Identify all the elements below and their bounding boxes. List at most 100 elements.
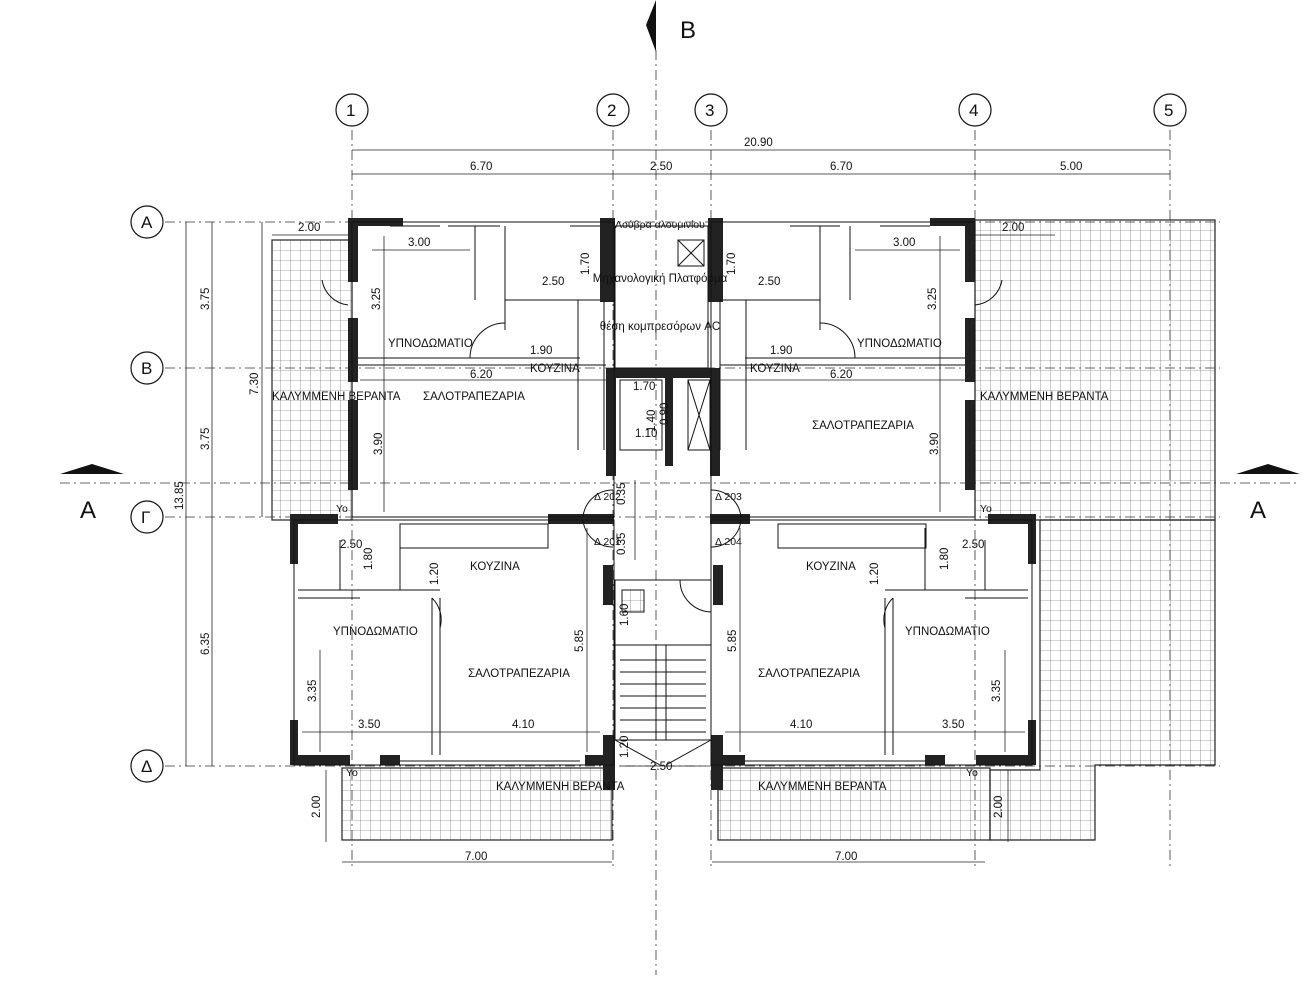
ac-position-label: θέση κομπρεσόρων AC [600,321,720,333]
grid-col-4: 4 [969,101,978,120]
bedroom-label-top-right: ΥΠΝΟΔΩΜΑΤΙΟ [857,338,942,350]
dim-bedroom-depth-left: 3.25 [371,288,383,310]
room-labels: Λούβρα αλουμινίου Μηχανολογική Πλατφόρμα… [272,219,1109,793]
kitchen-label-bottom-left: ΚΟΥΖΙΝΑ [470,561,520,573]
unit-label-d201: Δ 201 [594,536,621,548]
living-label-top-right: ΣΑΛΟΤΡΑΠΕΖΑΡΙΑ [812,420,914,432]
dim-corridor-left: 1.90 [530,345,552,357]
dim-stair-bottom: 1.20 [619,736,631,758]
drain-label-1: Υο [336,503,348,515]
bedroom-label-top-left: ΥΠΝΟΔΩΜΑΤΙΟ [388,338,473,350]
dim-lower-depth-left: 5.85 [574,630,586,652]
dim-lower-depth-right: 5.85 [727,630,739,652]
dim-living-depth-left: 3.90 [373,433,385,455]
louver-label: Λούβρα αλουμινίου [615,219,705,231]
dim-bay-2: 2.50 [650,161,672,173]
grid-row-g: Γ [141,508,150,527]
dim-corridor-right: 1.90 [770,345,792,357]
partitions [293,221,1033,766]
kitchen-label-top-right: ΚΟΥΖΙΝΑ [750,363,800,375]
dim-wc-left: 2.50 [542,276,564,288]
unit-label-d203: Δ 203 [715,491,742,503]
dim-lower-kitchen-left: 1.20 [429,563,441,585]
bedroom-label-bottom-right: ΥΠΝΟΔΩΜΑΤΙΟ [905,626,990,638]
dim-lower-bed-width-right: 3.50 [942,719,964,731]
dim-lower-living-right: 4.10 [790,719,812,731]
dim-lower-wc-left: 2.50 [340,539,362,551]
grid-row-a: Α [141,213,153,232]
dim-bedroom-width-right: 3.00 [893,237,915,249]
door-swings [321,279,1003,629]
grid-col-1: 1 [346,101,355,120]
dim-veranda-bottom-depth-right: 2.00 [993,796,1005,818]
dim-veranda-bottom-depth-left: 2.00 [311,796,323,818]
dim-wc-depth-right: 1.70 [726,253,738,275]
dim-lower-bed-width-left: 3.50 [358,719,380,731]
grid-bubbles: 1 2 3 4 5 Α Β Γ Δ [130,93,1187,783]
dim-lower-wc-right: 2.50 [962,539,984,551]
dim-core-top: 1.70 [633,381,655,393]
section-mark-left: Α [80,497,96,524]
dim-bedroom-depth-right: 3.25 [927,288,939,310]
dim-lower-living-left: 4.10 [512,719,534,731]
dim-left-total-a: 7.30 [249,373,261,395]
section-markers: Β Α Α [60,0,1300,524]
dim-veranda-bottom-width-right: 7.00 [835,851,857,863]
dim-bay-1: 6.70 [470,161,492,173]
veranda-label-top-left: ΚΑΛΥΜΜΕΝΗ ΒΕΡΑΝΤΑ [272,391,401,403]
dim-veranda-top-right: 2.00 [1002,222,1024,234]
living-label-bottom-left: ΣΑΛΟΤΡΑΠΕΖΑΡΙΑ [468,668,570,680]
grid-col-2: 2 [607,101,616,120]
dim-gap-top: 0.35 [616,483,628,505]
living-label-bottom-right: ΣΑΛΟΤΡΑΠΕΖΑΡΙΑ [758,668,860,680]
dim-gap-bottom: 0.35 [616,533,628,555]
dim-bay-4: 5.00 [1060,161,1082,173]
dim-living-left: 6.20 [470,369,492,381]
dim-core-side: 0.90 [659,403,671,425]
dim-lower-bed-depth-right: 3.35 [991,680,1003,702]
dim-lower-wc-depth-left: 1.80 [363,548,375,570]
drain-label-3: Υο [346,767,358,779]
building-walls [290,218,1036,790]
drain-label-4: Υο [966,767,978,779]
dim-left-total-b: 13.85 [174,481,186,510]
kitchen-label-top-left: ΚΟΥΖΙΝΑ [530,363,580,375]
grid-col-5: 5 [1164,101,1173,120]
dim-bedroom-width-left: 3.00 [408,237,430,249]
veranda-label-top-right: ΚΑΛΥΜΜΕΝΗ ΒΕΡΑΝΤΑ [980,391,1109,403]
dim-left-2: 3.75 [200,428,212,450]
dim-living-right: 6.20 [830,369,852,381]
dim-overall: 20.90 [744,137,773,149]
section-mark-vertical: Β [680,17,696,44]
dimension-texts: 20.90 6.70 2.50 6.70 5.00 3.75 3.75 6.35… [174,137,1082,863]
dim-wc-right: 2.50 [758,276,780,288]
dim-stair-landing: 1.60 [619,604,631,626]
mech-platform-label: Μηχανολογική Πλατφόρμα [593,273,728,285]
dim-core-bottom: 1.10 [635,428,657,440]
dim-left-3: 6.35 [200,633,212,655]
dim-wc-depth-left: 1.70 [580,253,592,275]
kitchen-label-bottom-right: ΚΟΥΖΙΝΑ [806,561,856,573]
dim-left-1: 3.75 [200,288,212,310]
dim-veranda-top-left: 2.00 [298,222,320,234]
dim-lower-kitchen-right: 1.20 [869,563,881,585]
grid-row-b: Β [141,359,152,378]
veranda-label-bottom-right: ΚΑΛΥΜΜΕΝΗ ΒΕΡΑΝΤΑ [758,781,887,793]
dim-living-depth-right: 3.90 [929,433,941,455]
grid-row-d: Δ [141,757,152,776]
dim-stair-width: 2.50 [650,761,672,773]
veranda-label-bottom-left: ΚΑΛΥΜΜΕΝΗ ΒΕΡΑΝΤΑ [496,781,625,793]
dim-core-inner: 1.40 [646,410,658,432]
unit-label-d204: Δ 204 [715,536,742,548]
unit-label-d202: Δ 202 [594,491,621,503]
dim-lower-bed-depth-left: 3.35 [307,680,319,702]
grid-col-3: 3 [705,101,714,120]
bedroom-label-bottom-left: ΥΠΝΟΔΩΜΑΤΙΟ [333,626,418,638]
dim-veranda-bottom-width-left: 7.00 [465,851,487,863]
drain-label-2: Υο [980,503,992,515]
dim-lower-wc-depth-right: 1.80 [939,548,951,570]
living-label-top-left: ΣΑΛΟΤΡΑΠΕΖΑΡΙΑ [423,391,525,403]
dimension-lines [185,149,1170,863]
dim-bay-3: 6.70 [830,161,852,173]
